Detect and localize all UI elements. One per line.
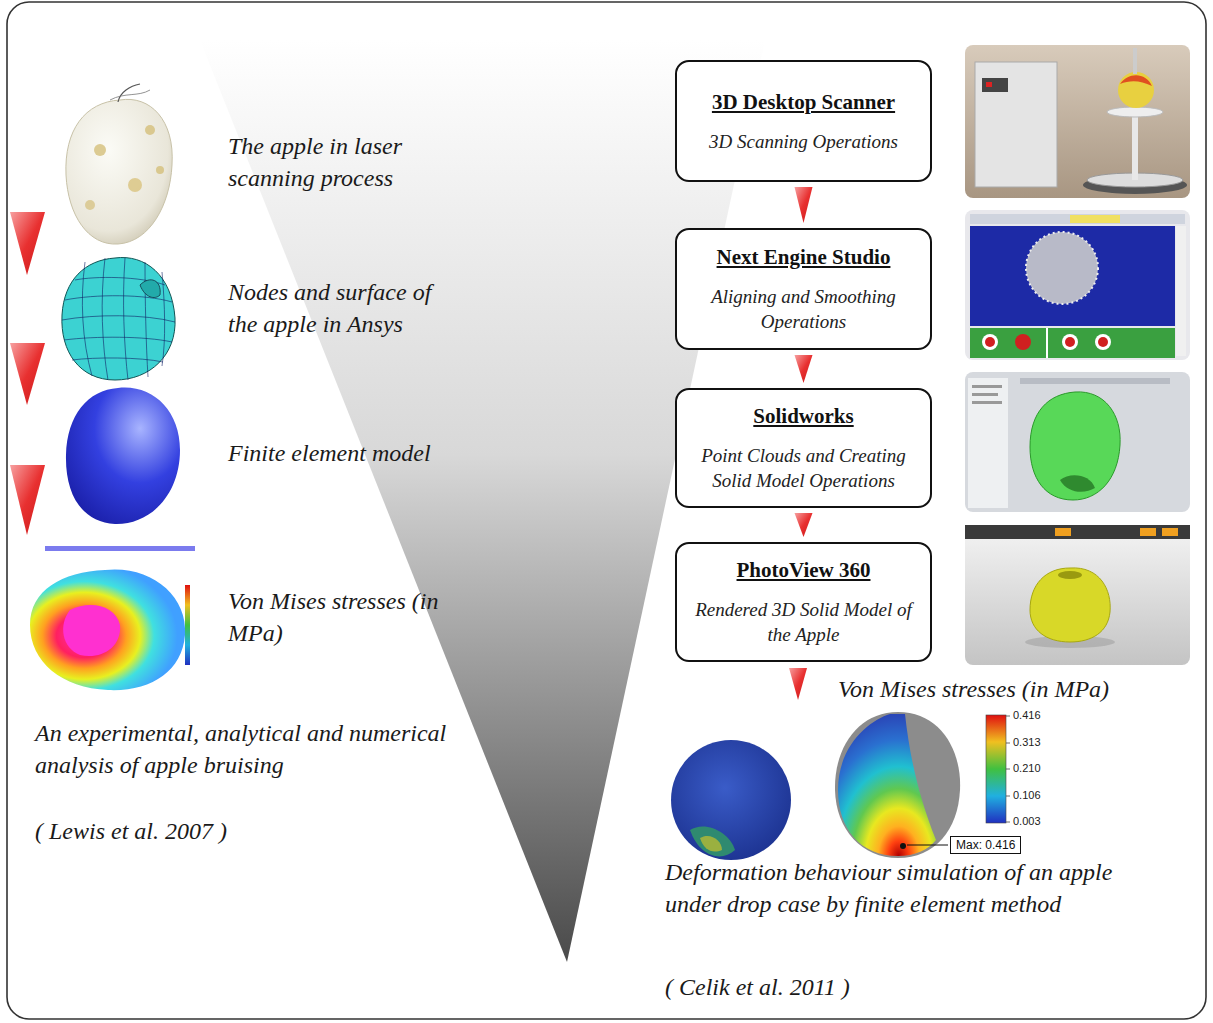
callout-text: Max: 0.416 [956,838,1015,852]
process-box: Next Engine StudioAligning and Smoothing… [675,228,932,350]
box-heading: Next Engine Studio [717,244,891,270]
caption-text: ( Celik et al. 2011 ) [665,971,965,1003]
process-box: PhotoView 360Rendered 3D Solid Model of … [675,542,932,662]
flow-arrow [795,355,813,383]
caption-text: An experimental, analytical and numerica… [35,717,475,781]
box-body: Point Clouds and Creating Solid Model Op… [687,443,920,493]
caption-text: Von Mises stresses (in MPa) [838,673,1178,705]
caption-text: Finite element model [228,437,528,469]
scale-value: 0.210 [1013,762,1041,775]
scale-value: 0.416 [1013,709,1041,722]
box-body: 3D Scanning Operations [709,129,898,154]
box-body: Aligning and Smoothing Operations [687,284,920,334]
caption-text: Von Mises stresses (in MPa) [228,585,440,649]
box-body: Rendered 3D Solid Model of the Apple [687,597,920,647]
caption-text: ( Lewis et al. 2007 ) [35,815,335,847]
caption-text: Deformation behaviour simulation of an a… [665,856,1170,920]
flow-arrow [795,187,813,223]
caption-text: The apple in laser scanning process [228,130,406,194]
scale-value: 0.003 [1013,815,1041,828]
callout-box: Max: 0.416 [950,836,1021,854]
flow-arrow [795,513,813,537]
caption-text: Nodes and surface of the apple in Ansys [228,276,464,340]
box-heading: Solidworks [753,403,853,429]
scale-value: 0.106 [1013,789,1041,802]
scale-value: 0.313 [1013,736,1041,749]
process-box: SolidworksPoint Clouds and Creating Soli… [675,388,932,508]
process-box: 3D Desktop Scanner 3D Scanning Operations [675,60,932,182]
box-heading: PhotoView 360 [737,557,871,583]
box-heading: 3D Desktop Scanner [712,89,895,115]
